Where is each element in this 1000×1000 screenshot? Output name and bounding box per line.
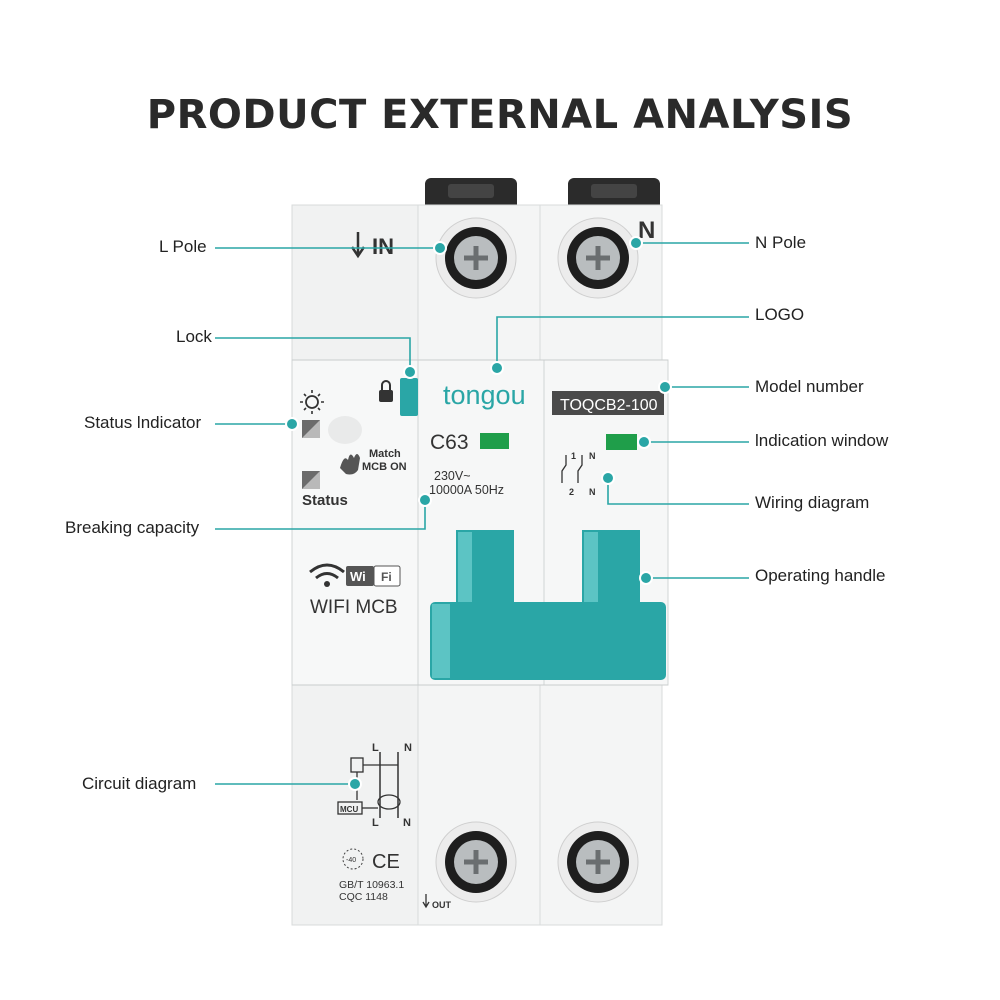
status-indicator-square (302, 420, 320, 438)
status-led (328, 416, 362, 444)
callout-logo: LOGO (755, 305, 805, 324)
model-number-text: TOQCB2-100 (560, 397, 658, 414)
lock-slider[interactable] (400, 378, 418, 416)
callout-lock: Lock (176, 327, 212, 346)
fi-badge (373, 565, 401, 587)
diagram-l-bottom: L (372, 817, 379, 829)
wiring-diagram-icon (561, 455, 583, 483)
screw-top-left (435, 217, 517, 299)
in-arrow-icon (350, 232, 366, 259)
callout-l-pole: L Pole (159, 237, 207, 256)
operating-handle[interactable] (430, 530, 666, 680)
terminal-clips (425, 178, 660, 212)
screw-bottom-left (435, 821, 517, 903)
diagram-n-bottom: N (403, 817, 411, 829)
standard-line2: CQC 1148 (339, 891, 388, 903)
wiring-n-top: N (589, 451, 596, 461)
wifi-mcb-label: WIFI MCB (310, 597, 398, 618)
wi-badge (346, 566, 374, 586)
status-square-icon (302, 471, 320, 489)
fi-badge-text: Fi (381, 570, 392, 584)
diagram-l-top: L (372, 742, 379, 754)
page-title: PRODUCT EXTERNAL ANALYSIS (146, 92, 854, 138)
diagram-n-top: N (404, 742, 412, 754)
callout-lines (215, 242, 749, 785)
callout-model-number: Model number (755, 377, 864, 396)
wiring-1: 1 (571, 451, 576, 461)
diagram-mcu: MCU (340, 805, 358, 814)
wiring-n-bottom: N (589, 487, 596, 497)
match-line1: Match (369, 448, 401, 460)
callout-circuit-diagram: Circuit diagram (82, 774, 197, 793)
capacity-freq-label: 10000A 50Hz (429, 483, 504, 497)
screw-bottom-right (557, 821, 639, 903)
callout-indication-window: lndication window (755, 431, 889, 450)
standard-line1: GB/T 10963.1 (339, 879, 404, 891)
rating-label: C63 (430, 431, 469, 454)
indication-window-right (606, 434, 637, 450)
callout-dots (285, 236, 672, 791)
callout-operating-handle: Operating handle (755, 566, 886, 585)
voltage-label: 230V~ (434, 469, 471, 483)
status-label: Status (302, 492, 348, 509)
callout-breaking-capacity: Breaking capacity (65, 518, 200, 537)
n-label: N (638, 217, 655, 244)
wiring-2: 2 (569, 487, 574, 497)
callout-n-pole: N Pole (755, 233, 807, 252)
match-line2: MCB ON (362, 461, 407, 473)
out-label: OUT (432, 900, 452, 910)
hand-icon (340, 454, 360, 475)
in-label: IN (372, 234, 394, 259)
lock-icon (379, 380, 393, 402)
out-arrow-icon (422, 894, 430, 909)
callout-wiring-diagram: Wiring diagram (755, 493, 870, 512)
screw-top-right (557, 217, 639, 299)
snowflake-temp-icon (342, 848, 364, 870)
model-badge (552, 391, 664, 415)
ce-mark: CE (372, 851, 400, 873)
sun-icon (300, 390, 324, 414)
temp-mark: -40 (346, 857, 356, 864)
indication-window-left (480, 433, 509, 449)
wifi-icon (309, 563, 345, 587)
brand-logo: tongou (443, 380, 526, 410)
wi-badge-text: Wi (350, 569, 366, 584)
callout-status-indicator: Status lndicator (84, 413, 202, 432)
